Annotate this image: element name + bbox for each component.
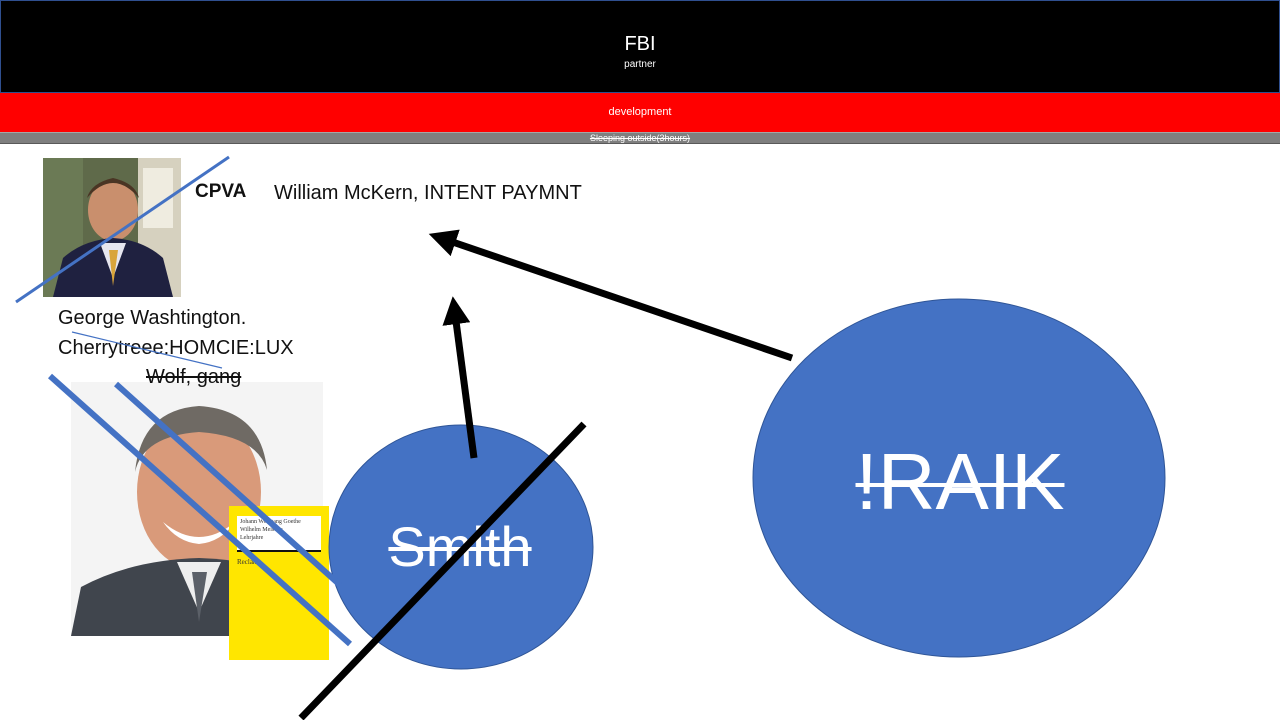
wolf-label: Wolf, gang bbox=[146, 366, 242, 388]
raik-circle[interactable] bbox=[752, 298, 1166, 658]
arrow-smith-up bbox=[442, 296, 478, 459]
strike-line-photo-bottom-2 bbox=[113, 381, 343, 588]
strike-line-photo-top bbox=[15, 155, 230, 304]
underline-cherry bbox=[71, 331, 223, 369]
strike-line-photo-bottom-1 bbox=[48, 373, 352, 647]
book-line-3: Lehrjahre bbox=[240, 535, 264, 541]
smith-label: Smith bbox=[388, 515, 532, 578]
book-publisher: Reclam bbox=[237, 558, 259, 566]
strike-line-smith bbox=[298, 421, 587, 720]
development-band: development bbox=[0, 93, 1280, 132]
arrow-raik-to-william bbox=[428, 229, 794, 362]
header-title: FBI bbox=[624, 33, 656, 55]
header-subtitle: partner bbox=[624, 59, 656, 70]
sleeping-band: Sleeping outside(3hours) bbox=[0, 132, 1280, 144]
book-line-2: Wilhelm Meisters bbox=[240, 527, 283, 533]
man-photo-top-image bbox=[43, 158, 181, 297]
george-label: George Washtington. bbox=[58, 307, 247, 329]
header-bar: FBI partner bbox=[0, 0, 1280, 93]
man-photo-top[interactable] bbox=[43, 158, 181, 297]
cpva-label: CPVA bbox=[195, 181, 247, 202]
raik-label: !RAIK bbox=[855, 437, 1065, 526]
william-label: William McKern, INTENT PAYMNT bbox=[274, 182, 582, 204]
